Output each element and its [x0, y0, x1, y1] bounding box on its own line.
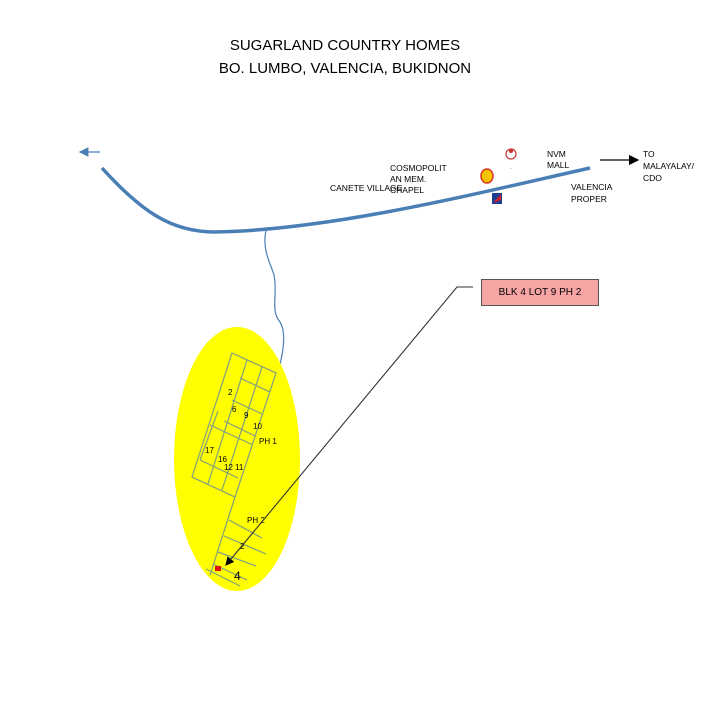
destination-label-1: TO	[643, 149, 655, 159]
phase-2-label: PH 2	[247, 516, 265, 525]
lot-label: 11	[235, 463, 244, 472]
lot-label: 17	[205, 446, 214, 455]
destination-label-3: CDO	[643, 173, 662, 183]
cosmopolitan-label-3: CHAPEL	[390, 185, 424, 195]
cosmopolitan-label-1: COSMOPOLIT	[390, 163, 447, 173]
phase-1-label: PH 1	[259, 437, 277, 446]
valencia-proper-label-2: PROPER	[571, 194, 607, 204]
cosmopolitan-label-2: AN MEM.	[390, 174, 426, 184]
nvm-mall-label-2: MALL	[547, 160, 569, 170]
subdivision-area	[174, 327, 300, 591]
target-lot-marker	[215, 566, 221, 571]
petron-station-icon	[492, 193, 502, 204]
lot-label: 16	[218, 455, 227, 464]
lot-label: 6	[232, 405, 237, 414]
lot-label: 12	[224, 463, 233, 472]
jollibee-icon: ~	[505, 148, 517, 171]
block-4-label: 4	[234, 569, 241, 583]
canete-village-label: CANETE VILLAGE	[330, 183, 403, 193]
svg-text:~: ~	[510, 167, 512, 171]
lot-label: 2	[228, 388, 233, 397]
lot-label: 2	[240, 542, 245, 551]
callout-pointer-line	[225, 286, 473, 566]
valencia-proper-label-1: VALENCIA	[571, 182, 613, 192]
target-lot-callout: BLK 4 LOT 9 PH 2	[481, 279, 599, 306]
title-line-1: SUGARLAND COUNTRY HOMES	[230, 37, 460, 54]
shell-station-icon	[480, 168, 494, 184]
lot-label: 9	[244, 411, 249, 420]
title-line-2: BO. LUMBO, VALENCIA, BUKIDNON	[219, 60, 471, 77]
destination-label-2: MALAYALAY/	[643, 161, 695, 171]
nvm-mall-label-1: NVM	[547, 149, 566, 159]
main-highway	[100, 166, 591, 234]
access-road	[264, 229, 285, 396]
lot-label: 10	[253, 422, 262, 431]
